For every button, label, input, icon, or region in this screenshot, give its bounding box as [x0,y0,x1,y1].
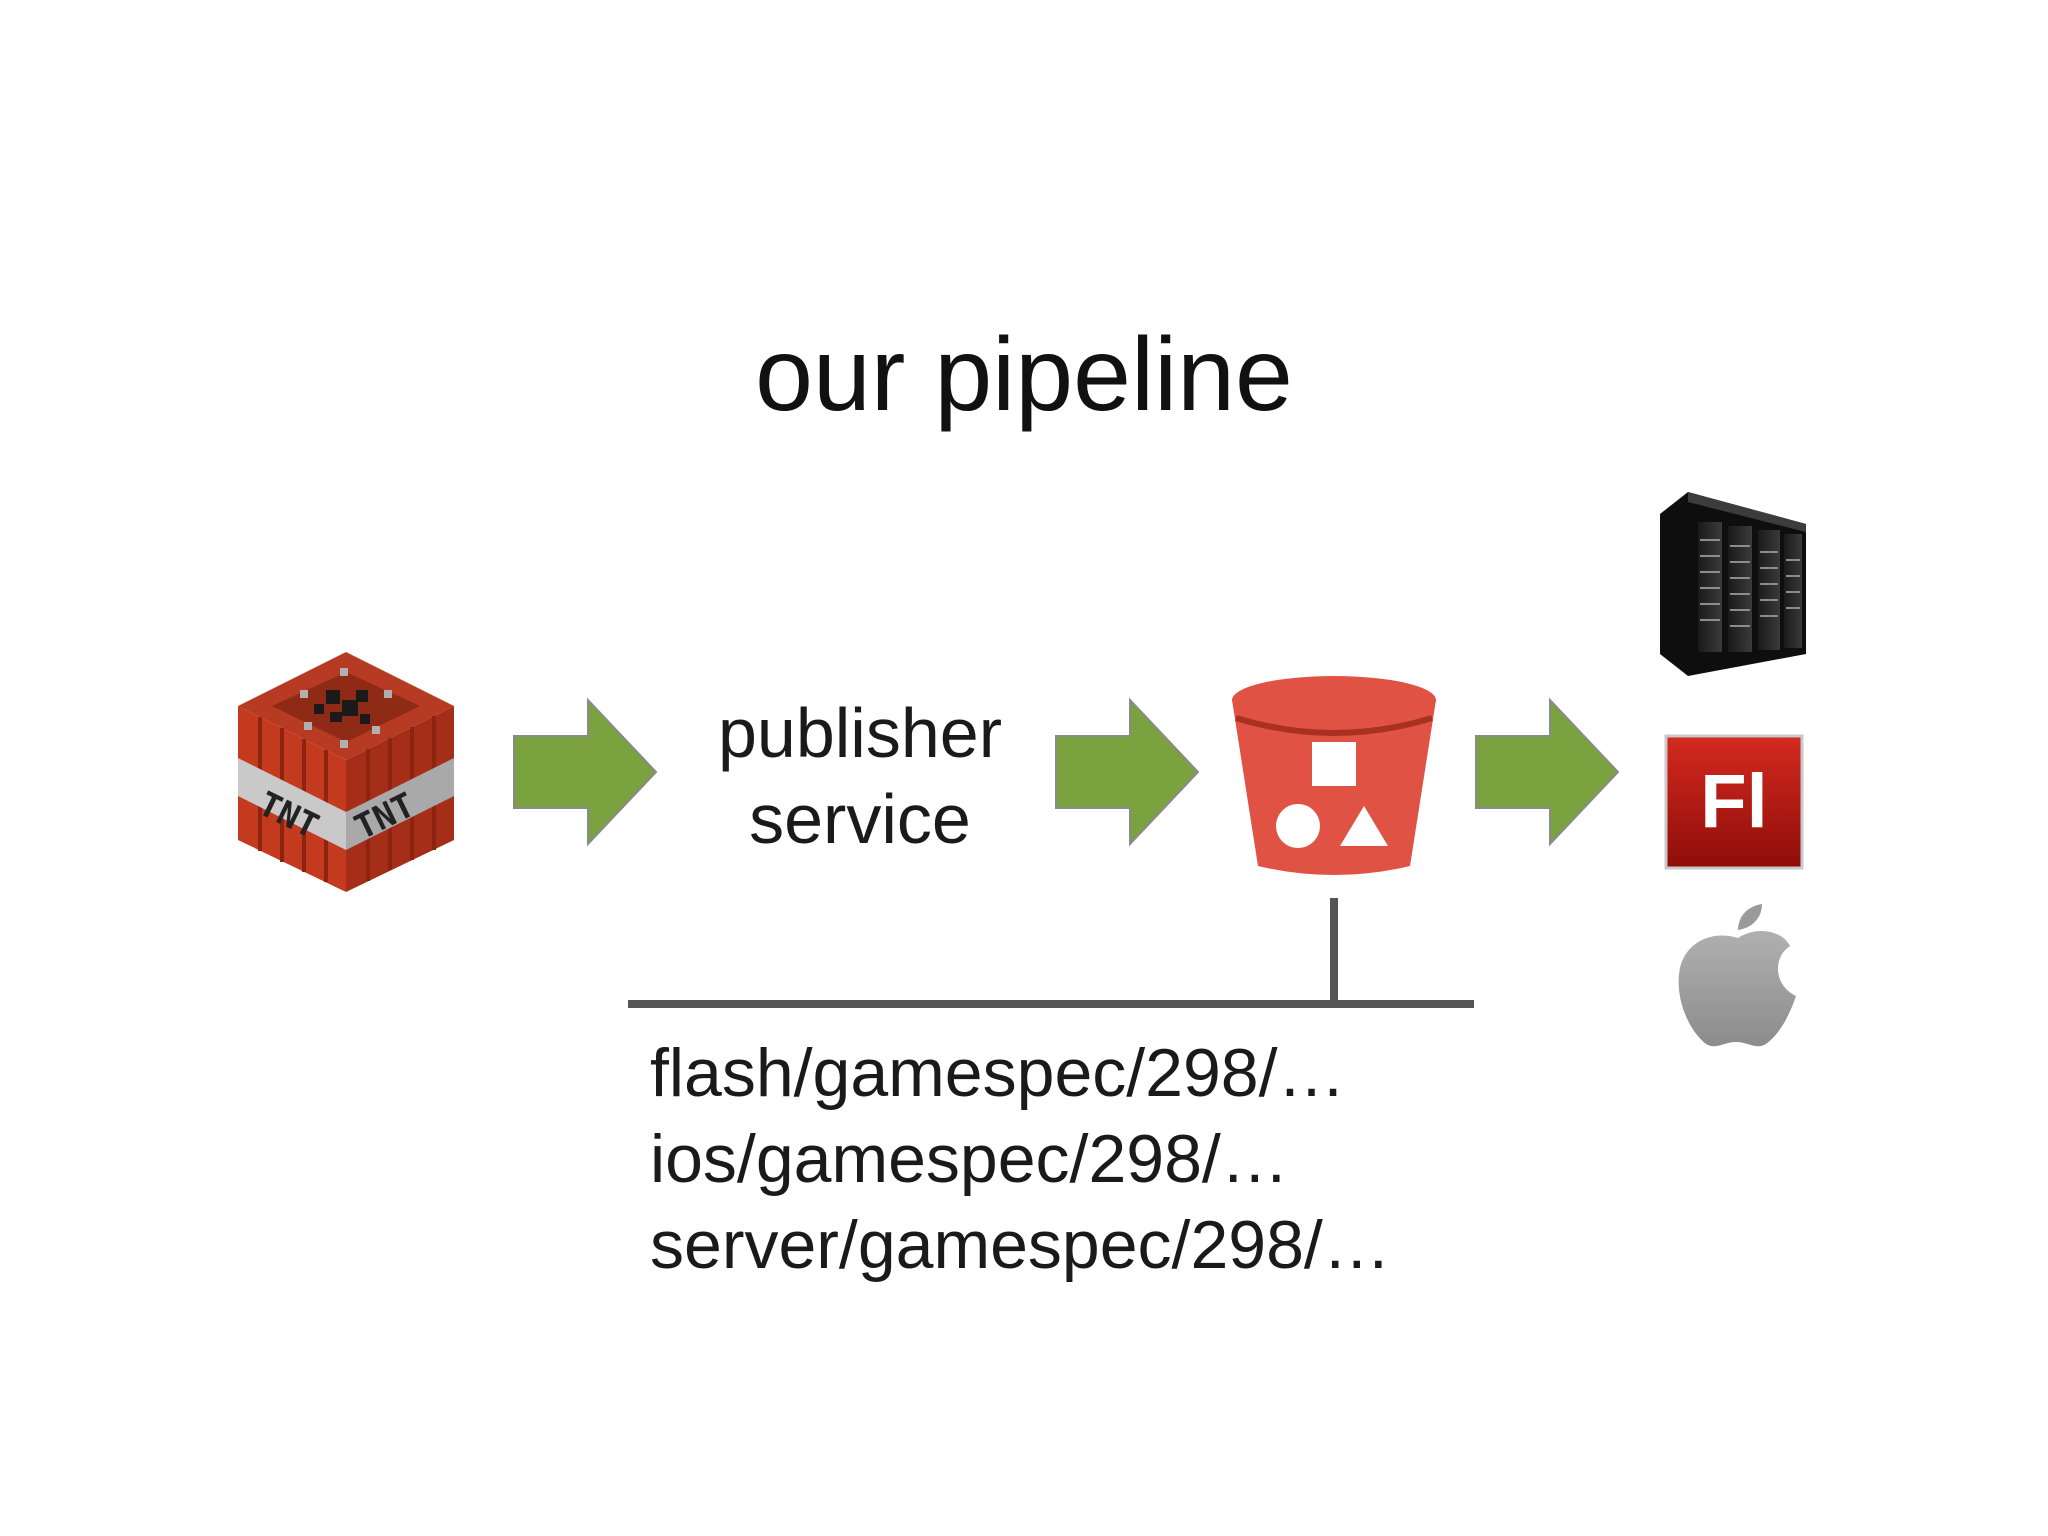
connector-line [628,898,1474,1008]
tnt-block-icon: TNT TNT [238,652,454,892]
publisher-service-label: publisher service [660,690,1060,862]
path-item-server: server/gamespec/298/… [650,1207,1391,1283]
arrow-right-icon [1055,697,1200,847]
path-item-ios: ios/gamespec/298/… [650,1121,1289,1197]
service-label-line2: service [749,780,971,858]
adobe-flash-icon [1664,734,1804,870]
service-label-line1: publisher [717,694,1003,772]
path-list: flash/gamespec/298/… ios/gamespec/298/… … [650,1030,1550,1288]
server-rack-icon [1660,492,1806,676]
flash-label: Fl [1700,759,1768,844]
slide-title: our pipeline [755,317,1293,433]
apple-logo-icon [1678,904,1796,1047]
path-item-flash: flash/gamespec/298/… [650,1035,1346,1111]
arrow-right-icon [1475,697,1620,847]
arrow-right-icon [513,697,658,847]
s3-bucket-icon [1232,676,1436,875]
